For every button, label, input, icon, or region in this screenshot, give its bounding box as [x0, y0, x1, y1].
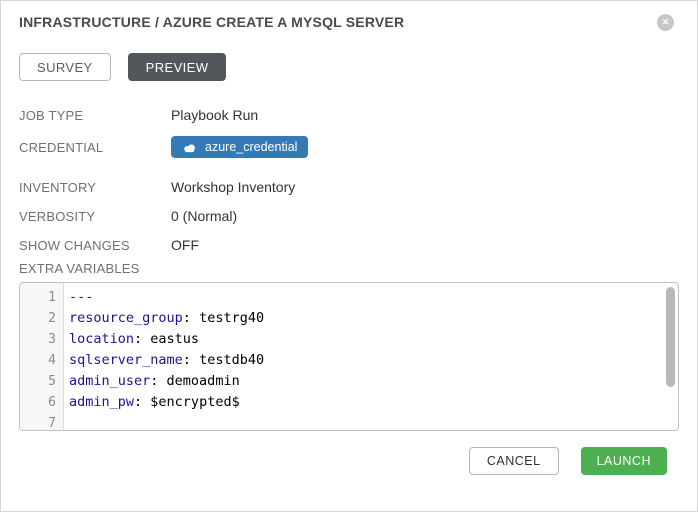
launch-button[interactable]: LAUNCH — [580, 447, 667, 475]
code-line: sqlserver_name: testdb40 — [69, 352, 265, 368]
code-line — [69, 413, 678, 430]
line-number: 1 — [48, 290, 56, 305]
inventory-value: Workshop Inventory — [171, 179, 296, 195]
credential-badge[interactable]: azure_credential — [171, 136, 309, 158]
verbosity-label: VERBOSITY — [19, 208, 96, 224]
code-line: admin_user: demoadmin — [69, 373, 240, 389]
code-line: location: eastus — [69, 331, 200, 347]
close-icon: ✕ — [661, 17, 670, 27]
line-number: 6 — [48, 395, 56, 410]
field-row-credential: CREDENTIAL azure_credential — [19, 136, 679, 158]
line-number: 7 — [48, 416, 56, 431]
job-detail-fields: JOB TYPE Playbook Run CREDENTIAL azure_c… — [19, 107, 679, 253]
field-row-job-type: JOB TYPE Playbook Run — [19, 107, 679, 123]
extra-variables-label: EXTRA VARIABLES — [19, 261, 140, 276]
job-type-label: JOB TYPE — [19, 107, 84, 123]
line-number: 2 — [48, 311, 56, 326]
line-number: 4 — [48, 353, 56, 368]
credential-badge-label: azure_credential — [205, 140, 298, 154]
code-line: resource_group: testrg40 — [69, 310, 265, 326]
cloud-icon — [182, 142, 197, 153]
modal-header: INFRASTRUCTURE / AZURE CREATE A MYSQL SE… — [19, 13, 679, 31]
line-number: 5 — [48, 374, 56, 389]
editor-line-number-gutter: 1 2 3 4 5 6 7 — [20, 283, 64, 430]
code-line: admin_pw: $encrypted$ — [69, 394, 240, 410]
editor-scrollbar-thumb[interactable] — [666, 287, 675, 387]
code-line: --- — [69, 289, 94, 305]
tab-survey[interactable]: SURVEY — [19, 53, 111, 81]
job-type-value: Playbook Run — [171, 107, 259, 123]
field-row-verbosity: VERBOSITY 0 (Normal) — [19, 208, 679, 224]
verbosity-value: 0 (Normal) — [171, 208, 238, 224]
line-number: 3 — [48, 332, 56, 347]
close-button[interactable]: ✕ — [657, 14, 674, 31]
cancel-button[interactable]: CANCEL — [468, 447, 559, 475]
field-row-show-changes: SHOW CHANGES OFF — [19, 237, 679, 253]
tab-bar: SURVEY PREVIEW — [19, 53, 679, 81]
extra-variables-editor[interactable]: 1 2 3 4 5 6 7 --- resource_group: testrg… — [19, 282, 679, 431]
modal-footer: CANCEL LAUNCH — [19, 447, 679, 475]
tab-preview[interactable]: PREVIEW — [127, 53, 227, 81]
show-changes-label: SHOW CHANGES — [19, 237, 130, 253]
credential-label: CREDENTIAL — [19, 139, 104, 155]
modal-title: INFRASTRUCTURE / AZURE CREATE A MYSQL SE… — [19, 14, 405, 30]
inventory-label: INVENTORY — [19, 179, 97, 195]
field-row-inventory: INVENTORY Workshop Inventory — [19, 179, 679, 195]
show-changes-value: OFF — [171, 237, 199, 253]
editor-code-area: --- resource_group: testrg40 location: e… — [64, 283, 678, 430]
